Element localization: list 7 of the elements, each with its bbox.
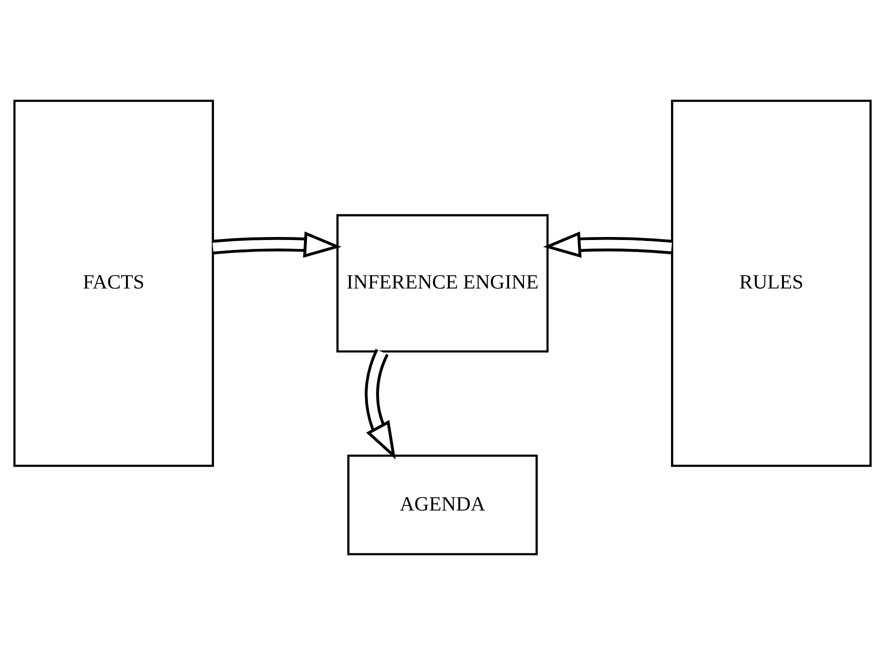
arrow <box>212 230 342 258</box>
node-box: AGENDA <box>347 454 538 555</box>
node-box: INFERENCE ENGINE <box>336 214 549 352</box>
arrow <box>543 230 672 258</box>
node-box: RULES <box>671 99 872 466</box>
node-box: FACTS <box>13 99 214 466</box>
arrow <box>364 348 396 459</box>
